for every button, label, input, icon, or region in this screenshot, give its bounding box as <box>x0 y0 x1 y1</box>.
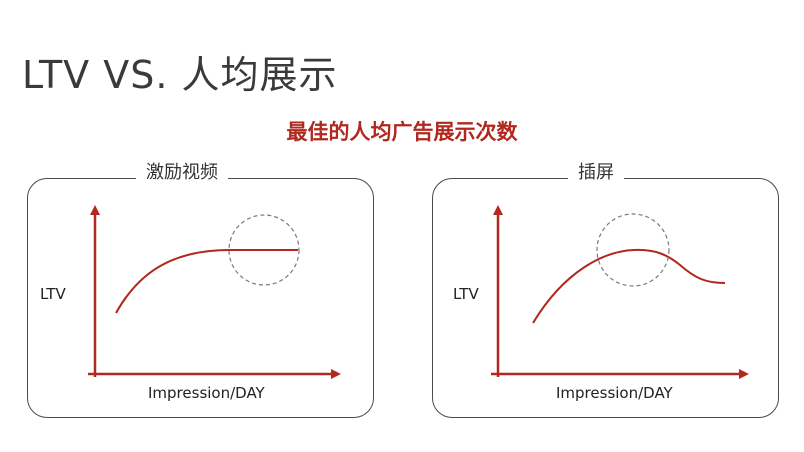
curve-left <box>115 248 298 314</box>
y-axis-label-right: LTV <box>453 285 479 303</box>
highlight-circle-left <box>228 214 300 286</box>
x-axis-label-right: Impression/DAY <box>556 384 673 402</box>
highlight-circle-right <box>596 213 670 287</box>
panel-title-rewarded-video: 激励视频 <box>136 158 228 184</box>
y-axis-label-left: LTV <box>40 285 66 303</box>
page-subtitle: 最佳的人均广告展示次数 <box>286 120 518 144</box>
page-title: LTV VS. 人均展示 <box>22 53 338 97</box>
x-axis-label-left: Impression/DAY <box>148 384 265 402</box>
panel-title-interstitial: 插屏 <box>568 158 624 184</box>
curve-right <box>532 248 726 324</box>
